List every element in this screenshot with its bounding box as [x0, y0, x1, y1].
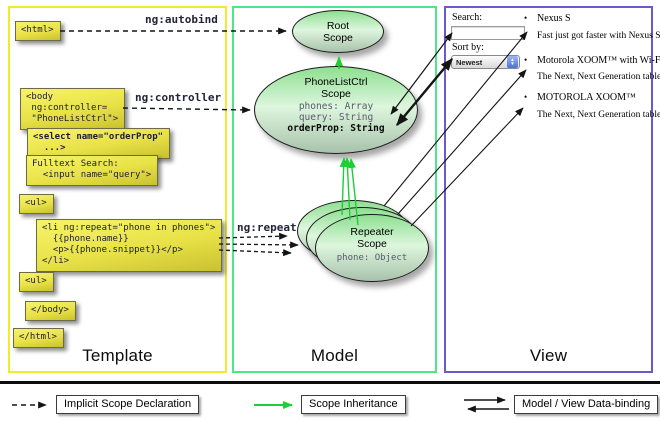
root-scope-title: Root Scope	[323, 19, 353, 44]
code-body-close: </body>	[25, 301, 76, 321]
code-html-open: <html>	[15, 21, 61, 41]
legend-implicit-scope-declaration: Implicit Scope Declaration	[56, 395, 200, 414]
model-column: Model	[232, 6, 437, 373]
bullet-icon: •	[524, 92, 528, 102]
code-ul-open: <ul>	[19, 194, 54, 214]
phone-list-item-desc: The Next, Next Generation tablet.	[537, 72, 660, 82]
legend-scope-inheritance: Scope Inheritance	[301, 395, 406, 414]
code-fulltext-search: Fulltext Search: <input name="query">	[26, 155, 159, 186]
phonelistctrl-scope-prop-orderprop: orderProp: String	[287, 123, 385, 134]
phone-list-item-title: •Nexus S	[524, 13, 571, 24]
repeater-scope-title: Repeater Scope	[350, 226, 394, 250]
phone-list-item-desc: The Next, Next Generation tablet.	[537, 110, 660, 120]
phone-list-item-title: •MOTOROLA XOOM™	[524, 92, 636, 103]
code-html-close: </html>	[13, 328, 64, 348]
sort-by-label: Sort by:	[452, 42, 484, 53]
sort-dropdown-value: Newest	[456, 57, 483, 67]
phone-list-item-title: •Motorola XOOM™ with Wi-Fi	[524, 55, 660, 66]
search-input[interactable]	[451, 26, 525, 40]
bullet-icon: •	[524, 55, 528, 65]
bullet-icon: •	[524, 13, 528, 23]
phone-list-item-desc: Fast just got faster with Nexus S.	[537, 31, 660, 41]
code-li-repeat: <li ng:repeat="phone in phones"> {{phone…	[36, 219, 223, 272]
template-column-label: Template	[82, 346, 153, 365]
phonelistctrl-scope-title: PhoneListCtrl Scope	[304, 76, 368, 100]
model-column-label: Model	[310, 346, 359, 365]
dropdown-stepper-icon: ▲▼	[507, 56, 518, 68]
legend-divider	[0, 381, 660, 384]
template-column: Template	[8, 6, 227, 373]
ng-autobind-label: ng:autobind	[145, 13, 218, 26]
phonelistctrl-scope-prop-phones: phones: Array	[298, 101, 374, 112]
ng-repeat-label: ng:repeat	[237, 221, 297, 234]
legend-model-view-databinding: Model / View Data-binding	[514, 395, 659, 414]
phonelistctrl-scope-prop-query: query: String	[298, 111, 374, 123]
view-column-label: View	[529, 346, 568, 365]
sort-dropdown[interactable]: Newest ▲▼	[451, 55, 520, 69]
repeater-scope-prop-phone: phone: Object	[336, 253, 408, 263]
code-body-open: <body ng:controller= "PhoneListCtrl">	[20, 88, 126, 130]
search-label: Search:	[452, 12, 482, 23]
phonelistctrl-scope-ellipse: PhoneListCtrl Scope phones: Array query:…	[254, 66, 418, 154]
repeater-scope-ellipse-front: Repeater Scope phone: Object	[315, 214, 429, 282]
ng-controller-label: ng:controller	[135, 91, 222, 104]
root-scope-ellipse: Root Scope	[292, 10, 384, 53]
code-ul-close: <ul>	[19, 272, 54, 292]
